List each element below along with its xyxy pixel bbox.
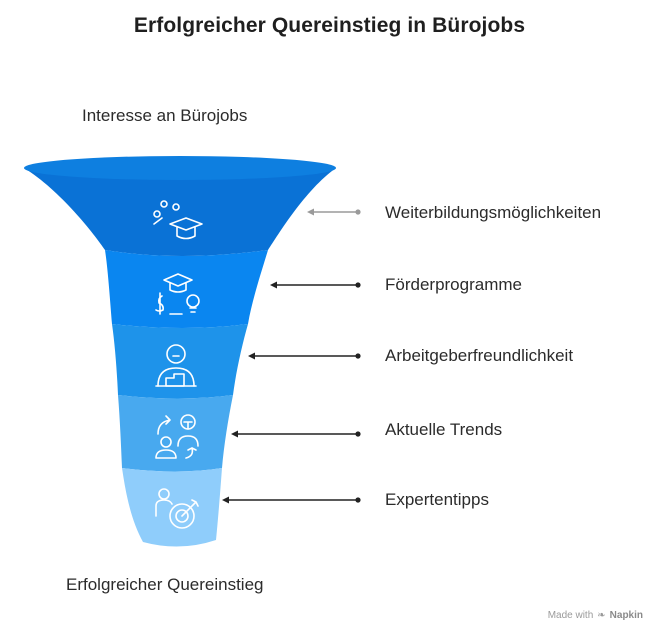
- arrow-head-3: [248, 352, 255, 360]
- stage-label-4: Aktuelle Trends: [385, 420, 503, 439]
- trend-people-icon: [155, 414, 199, 459]
- funnel-top-label: Interesse an Bürojobs: [82, 106, 248, 125]
- arrow-dot-1: [355, 209, 361, 215]
- person-desk-icon: [155, 344, 197, 387]
- stage-label-3: Arbeitgeberfreundlichkeit: [385, 346, 574, 365]
- expert-target-icon: [155, 488, 199, 529]
- stage-label-2: Förderprogramme: [385, 275, 522, 294]
- arrow-head-4: [231, 430, 238, 438]
- footer-credit: Made with ❧ Napkin: [548, 610, 643, 621]
- footer-brand: Napkin: [609, 610, 643, 621]
- arrow-dot-4: [355, 431, 361, 437]
- funnel-segment-1: [24, 168, 336, 256]
- funnel-segment-4: [118, 395, 233, 472]
- stage-label-1: Weiterbildungsmöglichkeiten: [385, 203, 602, 222]
- footer-prefix: Made with: [547, 610, 594, 621]
- grad-cap-money-bulb-icon: [155, 273, 200, 315]
- stage-label-5: Expertentipps: [385, 490, 489, 509]
- arrow-dot-2: [355, 282, 361, 288]
- funnel-bottom-label: Erfolgreicher Quereinstieg: [66, 575, 264, 594]
- arrow-dot-5: [355, 497, 361, 503]
- graduation-people-icon: [153, 200, 203, 240]
- arrow-dot-3: [355, 353, 361, 359]
- arrow-head-5: [222, 496, 229, 504]
- funnel-rim: [24, 156, 336, 180]
- arrow-head-2: [270, 281, 277, 289]
- connector-arrows: [222, 208, 361, 504]
- funnel-segment-5: [122, 468, 222, 547]
- page-title: Erfolgreicher Quereinstieg in Bürojobs: [133, 14, 526, 37]
- napkin-logo-icon: ❧: [597, 610, 606, 621]
- arrow-head-1: [307, 208, 314, 216]
